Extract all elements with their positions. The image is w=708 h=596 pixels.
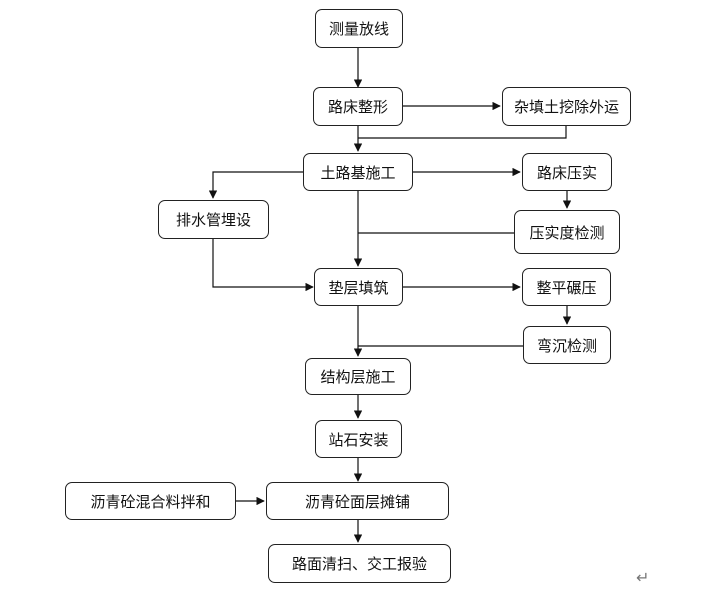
node-cleanup-handover: 路面清扫、交工报验 bbox=[268, 544, 451, 583]
node-asphalt-paving: 沥青砼面层摊铺 bbox=[266, 482, 449, 520]
node-level-roll: 整平碾压 bbox=[522, 268, 611, 306]
node-deflection-test: 弯沉检测 bbox=[523, 326, 611, 364]
edge-drain-to-cushion bbox=[212, 239, 314, 292]
edge-spoil-return bbox=[358, 126, 567, 139]
node-subgrade-compaction: 路床压实 bbox=[522, 153, 612, 191]
node-structure-layer: 结构层施工 bbox=[305, 358, 411, 395]
node-curb-install: 站石安装 bbox=[315, 420, 402, 458]
node-spoil-removal: 杂填土挖除外运 bbox=[502, 87, 631, 126]
node-earth-subgrade: 土路基施工 bbox=[303, 153, 413, 191]
node-survey: 测量放线 bbox=[315, 9, 403, 48]
node-cushion-fill: 垫层填筑 bbox=[314, 268, 403, 306]
edge-earth-to-drain bbox=[208, 171, 303, 199]
node-drain-pipe: 排水管埋设 bbox=[158, 200, 269, 239]
return-mark: ↵ bbox=[636, 568, 650, 587]
node-compaction-test: 压实度检测 bbox=[514, 210, 620, 254]
node-asphalt-mixing: 沥青砼混合料拌和 bbox=[65, 482, 236, 520]
node-subgrade-shaping: 路床整形 bbox=[313, 87, 403, 126]
